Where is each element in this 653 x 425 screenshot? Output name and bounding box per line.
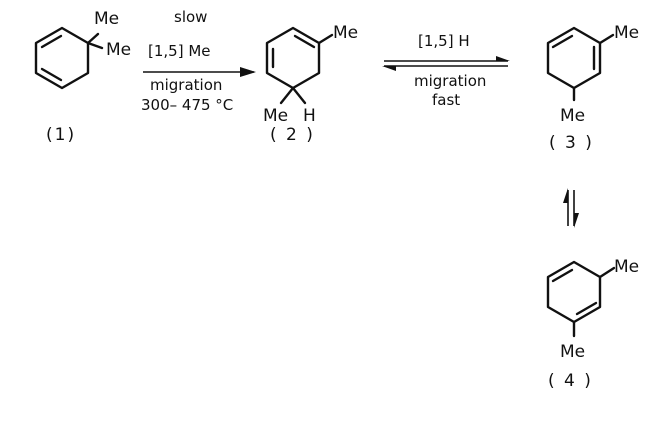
arrow-step-1 <box>143 67 256 77</box>
compound-1-label: (1) <box>46 125 76 145</box>
compound-2-structure <box>265 26 334 105</box>
compound-3-methyl-bottom: Me <box>560 106 585 126</box>
compound-4-structure <box>546 260 616 338</box>
compound-1-methyl-right: Me <box>106 40 131 60</box>
compound-4-methyl-top: Me <box>614 257 639 277</box>
compound-1-structure <box>34 26 104 90</box>
step-1-temperature: 300– 475 °C <box>141 96 233 114</box>
step-2-rate: fast <box>432 91 460 109</box>
compound-2-hydrogen: H <box>303 106 316 126</box>
compound-3-methyl-top: Me <box>614 23 639 43</box>
equilibrium-arrow-step-2 <box>382 56 510 71</box>
compound-3-label: ( 3 ) <box>549 133 594 153</box>
step-2-migration: migration <box>414 72 486 90</box>
compound-4-methyl-bottom: Me <box>560 342 585 362</box>
compound-4-label: ( 4 ) <box>548 371 593 391</box>
step-2-shift: [1,5] H <box>418 32 470 50</box>
equilibrium-arrow-step-3 <box>563 188 579 228</box>
compound-3-structure <box>546 26 615 102</box>
compound-2-methyl-top: Me <box>333 23 358 43</box>
compound-1-methyl-top: Me <box>94 9 119 29</box>
step-1-shift: [1,5] Me <box>148 42 211 60</box>
step-1-rate: slow <box>174 8 207 26</box>
compound-2-methyl-bottom: Me <box>263 106 288 126</box>
step-1-migration: migration <box>150 76 222 94</box>
compound-2-label: ( 2 ) <box>270 125 315 145</box>
